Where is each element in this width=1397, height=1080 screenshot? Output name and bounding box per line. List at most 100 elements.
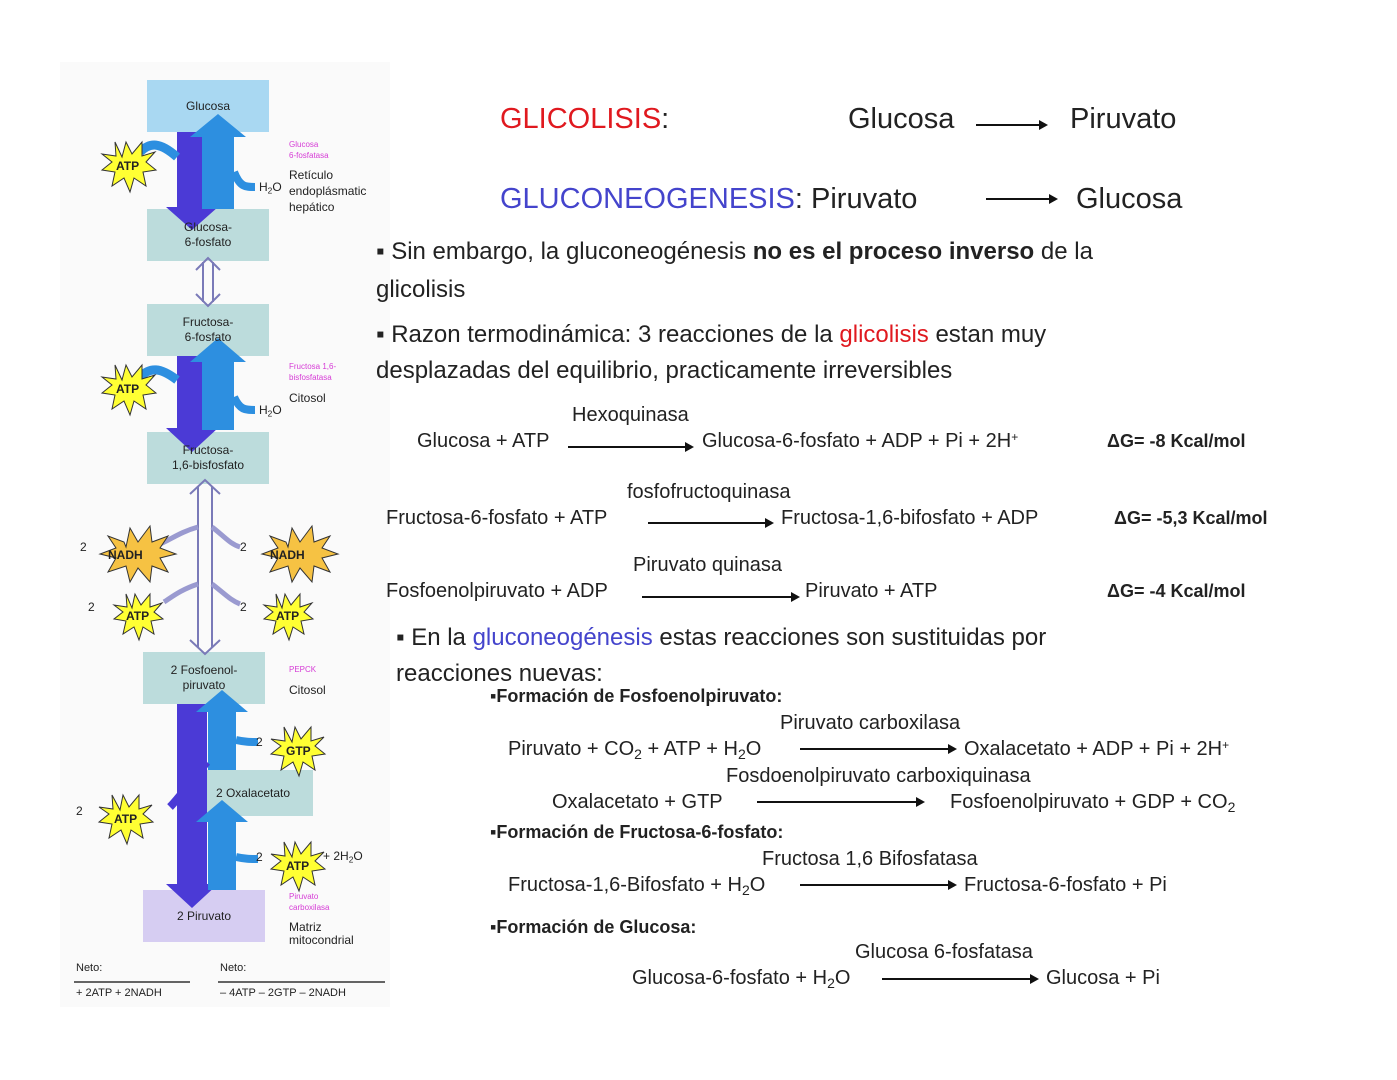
bullet-2-post: estan muy: [928, 321, 1047, 348]
bullet-3-pre: En la: [411, 624, 473, 651]
matriz-line2: mitocondrial: [289, 933, 354, 947]
reticulo-line3: hepático: [289, 200, 335, 214]
pep-title-marker: ▪: [490, 686, 497, 706]
atp-input-arrow-1: [136, 140, 180, 161]
gluconeo-arrow-1: [190, 114, 246, 209]
f6p-label-line1: Fructosa-: [182, 315, 234, 329]
r1-arrow: [568, 442, 694, 452]
r3-arrow: [642, 592, 800, 602]
fbpasa-enzyme: Fructosa 1,6 Bifosfatasa: [762, 848, 978, 870]
h2o-label-1-h: H: [259, 180, 268, 194]
bullet-3-post: estas reacciones son sustituidas por: [652, 624, 1047, 651]
atp-input-arrow-pc: [235, 853, 259, 863]
h2o-label-2: H2O: [259, 403, 282, 419]
gtp-input-arrow: [235, 736, 259, 746]
nadh-star-right: [260, 524, 340, 584]
fbp-box: [147, 432, 269, 484]
r2-enzyme: fosfofructoquinasa: [627, 481, 791, 503]
r2-right: Fructosa-1,6-bifosfato + ADP: [781, 507, 1039, 529]
pepck-left: Oxalacetato + GTP: [552, 791, 723, 813]
atp-output-arrow-3: [167, 759, 211, 810]
bullet-1-marker: ▪: [376, 238, 392, 265]
pep-label-line2: piruvato: [182, 678, 226, 692]
g6p-label-line2: 6-fosfato: [184, 235, 232, 249]
pepck-arrow-line: [757, 797, 925, 807]
pink-pepck: PEPCK: [289, 665, 317, 674]
bullet-2-pre: Razon termodinámica: 3 reacciones de la: [391, 321, 840, 348]
piruvato-box: [143, 890, 265, 942]
fbp-label-line1: Fructosa-: [182, 443, 234, 457]
bullet-2-marker: ▪: [376, 321, 392, 348]
atp-star-6-label: ATP: [286, 859, 310, 873]
plus-2h2o-text: + 2H: [323, 849, 349, 863]
h2o-output-arrow-1: [230, 170, 256, 191]
f6p-title-marker: ▪: [490, 822, 497, 842]
r1-dg: ΔG= -8 Kcal/mol: [1107, 431, 1246, 451]
bullet-2-line2: desplazadas del equilibrio, practicament…: [376, 357, 953, 384]
g6pasa-left-a: Glucosa-6-fosfato + H: [632, 967, 828, 989]
r1-right-text: Glucosa-6-fosfato + ADP + Pi + 2H: [702, 430, 1012, 452]
bullet-1-line2: glicolisis: [376, 276, 466, 303]
fbpasa-left-b: O: [749, 874, 766, 896]
pink-fbpasa-line2: bisfosfatasa: [289, 373, 332, 382]
pathway-diagram: Glucosa Glucosa- 6-fosfato Fructosa- 6-f…: [60, 62, 390, 1007]
f6p-label-line2: 6-fosfato: [184, 330, 232, 344]
fbpasa-right: Fructosa-6-fosfato + Pi: [964, 874, 1167, 896]
bullet-3-blue: gluconeogénesis: [472, 624, 653, 651]
r2-arrow: [648, 518, 774, 528]
h2o-label-2-h: H: [259, 403, 268, 417]
g6p-label: Glucosa- 6-fosfato: [147, 209, 269, 261]
pink-fbpasa-line1: Fructosa 1,6-: [289, 362, 337, 371]
citosol-label-2: Citosol: [289, 683, 326, 697]
pc-left-b: + ATP + H: [641, 738, 738, 760]
atp-star-2-label: ATP: [116, 382, 140, 396]
atp-star-2: [100, 363, 158, 417]
r3-dg: ΔG= -4 Kcal/mol: [1107, 581, 1246, 601]
g6p-box: [147, 209, 269, 261]
g6pasa-left-b: O: [834, 967, 851, 989]
nadh-left-count: 2: [80, 540, 87, 554]
atp-star-4-label: ATP: [276, 609, 300, 623]
bullet-1-line1: ▪ Sin embargo, la gluconeogénesis no es …: [376, 238, 1093, 266]
gluconeo-to: Glucosa: [1076, 183, 1183, 215]
atp-left-count: 2: [88, 600, 95, 614]
pink-g6pasa-line2: 6-fosfatasa: [289, 151, 329, 160]
reticulo-line1: Retículo: [289, 168, 334, 182]
atp-input-arrow-2: [136, 365, 180, 384]
atp-star-1-label: ATP: [116, 159, 140, 173]
atp-star-1: [100, 140, 158, 194]
glycolysis-arrow-3: [166, 704, 218, 908]
f6p-title: ▪Formación de Fructosa-6-fosfato:: [490, 822, 783, 843]
gtp-star-label: GTP: [286, 744, 311, 758]
atp-star-3: [112, 592, 165, 642]
gluconeo-heading: GLUCONEOGENESIS: Piruvato: [500, 183, 917, 216]
r1-right: Glucosa-6-fosfato + ADP + Pi + 2H+: [702, 430, 1019, 452]
glicolisis-colon: :: [661, 103, 670, 135]
gluconeo-arrow-2: [190, 338, 246, 430]
bullet-3-line1: ▪ En la gluconeogénesis estas reacciones…: [396, 624, 1046, 652]
gtp-star: [269, 725, 327, 778]
h2o-output-arrow-2: [230, 395, 256, 414]
pc-enzyme: Piruvato carboxilasa: [780, 712, 961, 734]
pepck-right-text: Fosfoenolpiruvato + GDP + CO: [950, 791, 1228, 813]
glicolisis-to: Piruvato: [1070, 103, 1177, 135]
g6pasa-arrow-line: [882, 974, 1039, 984]
pepck-arrow: [196, 690, 248, 770]
gluconeo-word: GLUCONEOGENESIS: [500, 183, 795, 215]
pep-label: 2 Fosfoenol- piruvato: [143, 652, 265, 704]
atp-pc-count: 2: [256, 850, 263, 864]
reversible-arrow-middle: [189, 478, 221, 656]
bullet-2-line1: ▪ Razon termodinámica: 3 reacciones de l…: [376, 321, 1046, 349]
pepck-right: Fosfoenolpiruvato + GDP + CO2: [950, 791, 1236, 816]
bullet-3-marker: ▪: [396, 624, 412, 651]
pink-pc-line2: carboxilasa: [289, 903, 330, 912]
bullet-1-post: de la: [1034, 238, 1093, 265]
fbpasa-arrow-line: [800, 880, 957, 890]
pathway-svg: [60, 62, 390, 1007]
glicolisis-heading: GLICOLISIS:: [500, 103, 669, 136]
neto-right-value: – 4ATP – 2GTP – 2NADH: [220, 987, 346, 999]
nadh-star-left-label: NADH: [108, 548, 143, 562]
atp-star-6: [269, 840, 327, 893]
pink-g6pasa-line1: Glucosa: [289, 140, 319, 149]
gtp-count: 2: [256, 735, 263, 749]
